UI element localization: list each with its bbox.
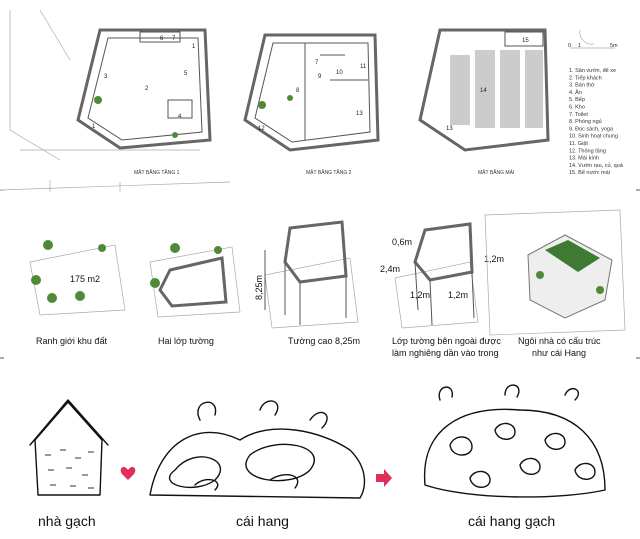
step-caption: Ngôi nhà có cấu trúc [518, 336, 601, 346]
dimension-label: 2,4m [380, 264, 400, 274]
legend-item: 8. Phòng ngủ [569, 118, 602, 125]
room-number: 1 [92, 124, 96, 130]
legend-item: 9. Đọc sách, yoga [569, 126, 614, 132]
room-number: 15 [522, 38, 529, 44]
sketch-cave: cái hang [149, 400, 366, 529]
sketch-label: nhà gạch [38, 513, 96, 529]
step-2: Hai lớp tường [149, 243, 241, 346]
sketch-label: cái hang gạch [468, 513, 555, 529]
legend-item: 7. Toilet [569, 112, 588, 118]
scale-label: 5m [610, 43, 618, 49]
legend-item: 13. Mái kính [569, 156, 599, 162]
floor1-plan: 1 2 3 4 5 6 7 1 MẶT BẰNG TẦNG 1 [0, 9, 231, 192]
step-caption: làm nghiêng dần vào trong [392, 348, 499, 358]
dimension-label: 0,6m [392, 237, 412, 247]
room-number: 10 [336, 70, 343, 76]
step-5: Ngôi nhà có cấu trúc như cái Hang [484, 209, 626, 358]
dimension-label: 1,2m [484, 254, 504, 264]
roof-title: MẶT BẰNG MÁI [478, 168, 514, 176]
room-number: 11 [360, 64, 367, 70]
sketch-brick-cave: cái hang gạch [423, 384, 606, 529]
sketch-brick-house: nhà gạch [29, 399, 109, 529]
room-number: 5 [184, 71, 188, 77]
area-label: 175 m2 [70, 274, 100, 284]
legend-block: 0 1 5m 1. Sân vườn, để xe2. Tiếp khách 3.… [568, 29, 624, 176]
legend-item: 3. Bàn thờ [569, 83, 595, 89]
roof-plan: 13 14 15 MẶT BẰNG MÁI [418, 28, 550, 176]
step-caption: Ranh giới khu đất [36, 336, 107, 346]
room-number: 12 [258, 126, 265, 132]
room-number: 13 [356, 111, 363, 117]
room-number: 7 [172, 36, 176, 42]
step-caption: Lớp tường bên ngoài được [392, 336, 501, 346]
room-number: 14 [480, 88, 487, 94]
step-caption: Hai lớp tường [158, 336, 214, 346]
floor1-title: MẶT BẰNG TẦNG 1 [134, 168, 180, 176]
floor2-plan: 7 8 9 10 11 12 13 MẶT BẰNG TẦNG 2 [243, 33, 380, 176]
arrow-icon [376, 469, 392, 487]
tree-icon [287, 95, 293, 101]
legend-item: 5. Bếp [569, 97, 585, 103]
room-number: 8 [296, 88, 300, 94]
legend-list: 1. Sân vườn, để xe2. Tiếp khách 3. Bàn th… [569, 67, 624, 176]
dimension-label: 1,2m [410, 290, 430, 300]
legend-item: 6. Kho [569, 105, 585, 111]
legend-item: 15. Bể nước mái [569, 169, 610, 176]
tree-icon [94, 96, 102, 104]
step-4: 0,6m 1,2m 2,4m 1,2m 1,2m Lớp tường bên n… [380, 222, 504, 358]
room-number: 7 [315, 60, 319, 66]
step-caption: như cái Hang [532, 348, 586, 358]
room-number: 1 [192, 44, 196, 50]
room-number: 2 [145, 86, 149, 92]
step-3: 8,25m Tường cao 8,25m [254, 220, 360, 346]
dimension-label: 1,2m [448, 290, 468, 300]
legend-item: 11. Giặt [569, 141, 588, 147]
scale-label: 0 [568, 43, 571, 49]
step-caption: Tường cao 8,25m [288, 336, 360, 346]
legend-item: 1. Sân vườn, để xe [569, 67, 616, 74]
legend-item: 10. Sinh hoạt chung [569, 134, 618, 140]
tree-icon [258, 101, 266, 109]
step-1: 175 m2 Ranh giới khu đất [29, 240, 126, 346]
tree-icon [172, 132, 178, 138]
room-number: 6 [160, 36, 164, 42]
height-label: 8,25m [254, 275, 264, 300]
scale-label: 1 [578, 43, 581, 49]
room-number: 13 [446, 126, 453, 132]
legend-item: 14. Vườn rau, củ, quả [569, 162, 624, 169]
room-number: 4 [178, 114, 182, 120]
floor2-title: MẶT BẰNG TẦNG 2 [306, 168, 352, 176]
legend-item: 12. Thông tầng [569, 148, 606, 154]
room-number: 9 [318, 74, 322, 80]
legend-item: 4. Ăn [569, 89, 582, 96]
heart-icon [120, 467, 136, 480]
room-number: 3 [104, 74, 108, 80]
sketch-label: cái hang [236, 513, 289, 529]
legend-item: 2. Tiếp khách [569, 75, 602, 81]
